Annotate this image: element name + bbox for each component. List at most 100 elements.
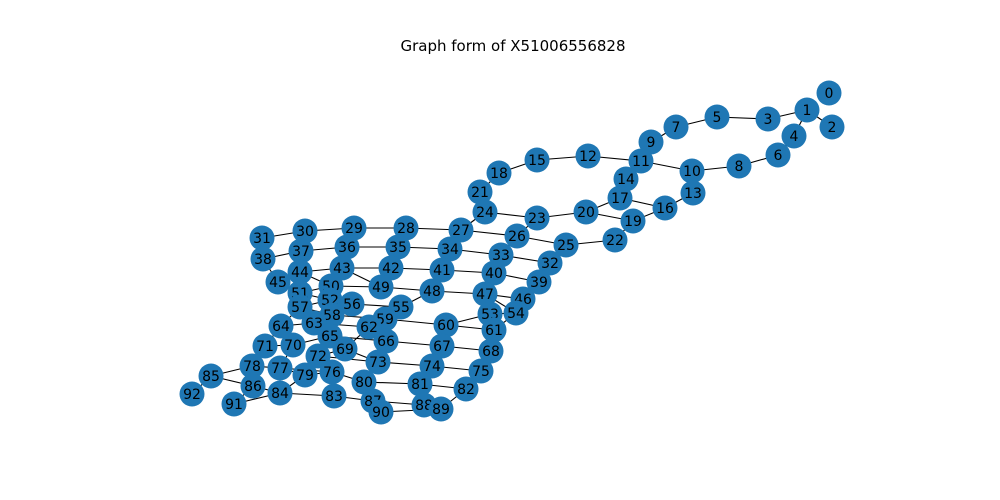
node-label: 30 <box>296 224 314 240</box>
node-label: 34 <box>441 242 459 258</box>
node-label: 47 <box>476 287 494 303</box>
node-61: 61 <box>481 317 507 343</box>
node-67: 67 <box>429 333 455 359</box>
node-circle <box>356 314 382 340</box>
node-label: 90 <box>372 405 390 421</box>
node-12: 12 <box>575 143 601 169</box>
node-label: 40 <box>485 266 503 282</box>
node-circle <box>573 199 599 225</box>
node-label: 72 <box>309 349 327 365</box>
node-71: 71 <box>252 333 278 359</box>
node-11: 11 <box>628 148 654 174</box>
node-45: 45 <box>265 269 291 295</box>
node-label: 80 <box>355 375 373 391</box>
node-37: 37 <box>288 238 314 264</box>
node-label: 61 <box>485 323 503 339</box>
node-9: 9 <box>638 129 664 155</box>
node-circle <box>250 246 276 272</box>
node-84: 84 <box>267 380 293 406</box>
node-83: 83 <box>321 383 347 409</box>
node-15: 15 <box>524 147 550 173</box>
node-circle <box>602 227 628 253</box>
node-label: 58 <box>323 308 341 324</box>
node-circle <box>816 80 842 106</box>
node-circle <box>607 185 633 211</box>
node-25: 25 <box>553 232 579 258</box>
node-label: 24 <box>476 205 494 221</box>
node-circle <box>524 205 550 231</box>
node-circle <box>620 208 646 234</box>
node-label: 70 <box>284 338 302 354</box>
node-23: 23 <box>524 205 550 231</box>
node-label: 79 <box>296 368 314 384</box>
graph-nodes: 0123456789101112131415161718192021222324… <box>179 80 845 425</box>
node-circle <box>368 399 394 425</box>
node-86: 86 <box>240 373 266 399</box>
node-18: 18 <box>486 160 512 186</box>
node-label: 84 <box>271 386 289 402</box>
node-circle <box>385 234 411 260</box>
node-label: 75 <box>472 364 490 380</box>
node-3: 3 <box>755 106 781 132</box>
node-circle <box>704 104 730 130</box>
node-label: 65 <box>321 329 339 345</box>
node-label: 63 <box>305 316 323 332</box>
node-label: 41 <box>433 263 451 279</box>
node-label: 82 <box>457 382 475 398</box>
node-41: 41 <box>429 257 455 283</box>
node-circle <box>448 217 474 243</box>
node-31: 31 <box>249 225 275 251</box>
node-circle <box>765 142 791 168</box>
node-label: 29 <box>345 221 363 237</box>
node-7: 7 <box>663 114 689 140</box>
node-4: 4 <box>781 123 807 149</box>
node-circle <box>419 278 445 304</box>
node-label: 9 <box>647 135 656 151</box>
node-60: 60 <box>433 312 459 338</box>
node-label: 48 <box>423 284 441 300</box>
node-24: 24 <box>472 199 498 225</box>
node-label: 49 <box>372 280 390 296</box>
node-label: 57 <box>291 300 309 316</box>
node-64: 64 <box>268 313 294 339</box>
node-circle <box>378 255 404 281</box>
node-label: 12 <box>579 149 597 165</box>
node-85: 85 <box>198 363 224 389</box>
node-44: 44 <box>287 259 313 285</box>
node-label: 44 <box>291 265 309 281</box>
node-39: 39 <box>526 269 552 295</box>
node-73: 73 <box>365 349 391 375</box>
node-label: 62 <box>360 320 378 336</box>
node-40: 40 <box>481 260 507 286</box>
node-label: 1 <box>803 103 812 119</box>
node-label: 60 <box>437 318 455 334</box>
node-circle <box>407 371 433 397</box>
node-label: 27 <box>452 223 470 239</box>
node-1: 1 <box>794 97 820 123</box>
node-label: 54 <box>507 306 525 322</box>
node-circle <box>267 355 293 381</box>
node-circle <box>553 232 579 258</box>
node-label: 66 <box>377 334 395 350</box>
node-circle <box>437 236 463 262</box>
node-48: 48 <box>419 278 445 304</box>
node-label: 43 <box>333 261 351 277</box>
node-circle <box>679 158 705 184</box>
node-circle <box>332 336 358 362</box>
node-label: 67 <box>433 339 451 355</box>
node-22: 22 <box>602 227 628 253</box>
node-label: 13 <box>684 186 702 202</box>
node-circle <box>179 381 205 407</box>
node-circle <box>472 199 498 225</box>
node-36: 36 <box>334 234 360 260</box>
node-label: 68 <box>482 344 500 360</box>
node-circle <box>428 396 454 422</box>
node-circle <box>365 349 391 375</box>
node-77: 77 <box>267 355 293 381</box>
node-circle <box>265 269 291 295</box>
node-label: 20 <box>577 205 595 221</box>
node-label: 81 <box>411 377 429 393</box>
node-82: 82 <box>453 376 479 402</box>
node-circle <box>268 313 294 339</box>
